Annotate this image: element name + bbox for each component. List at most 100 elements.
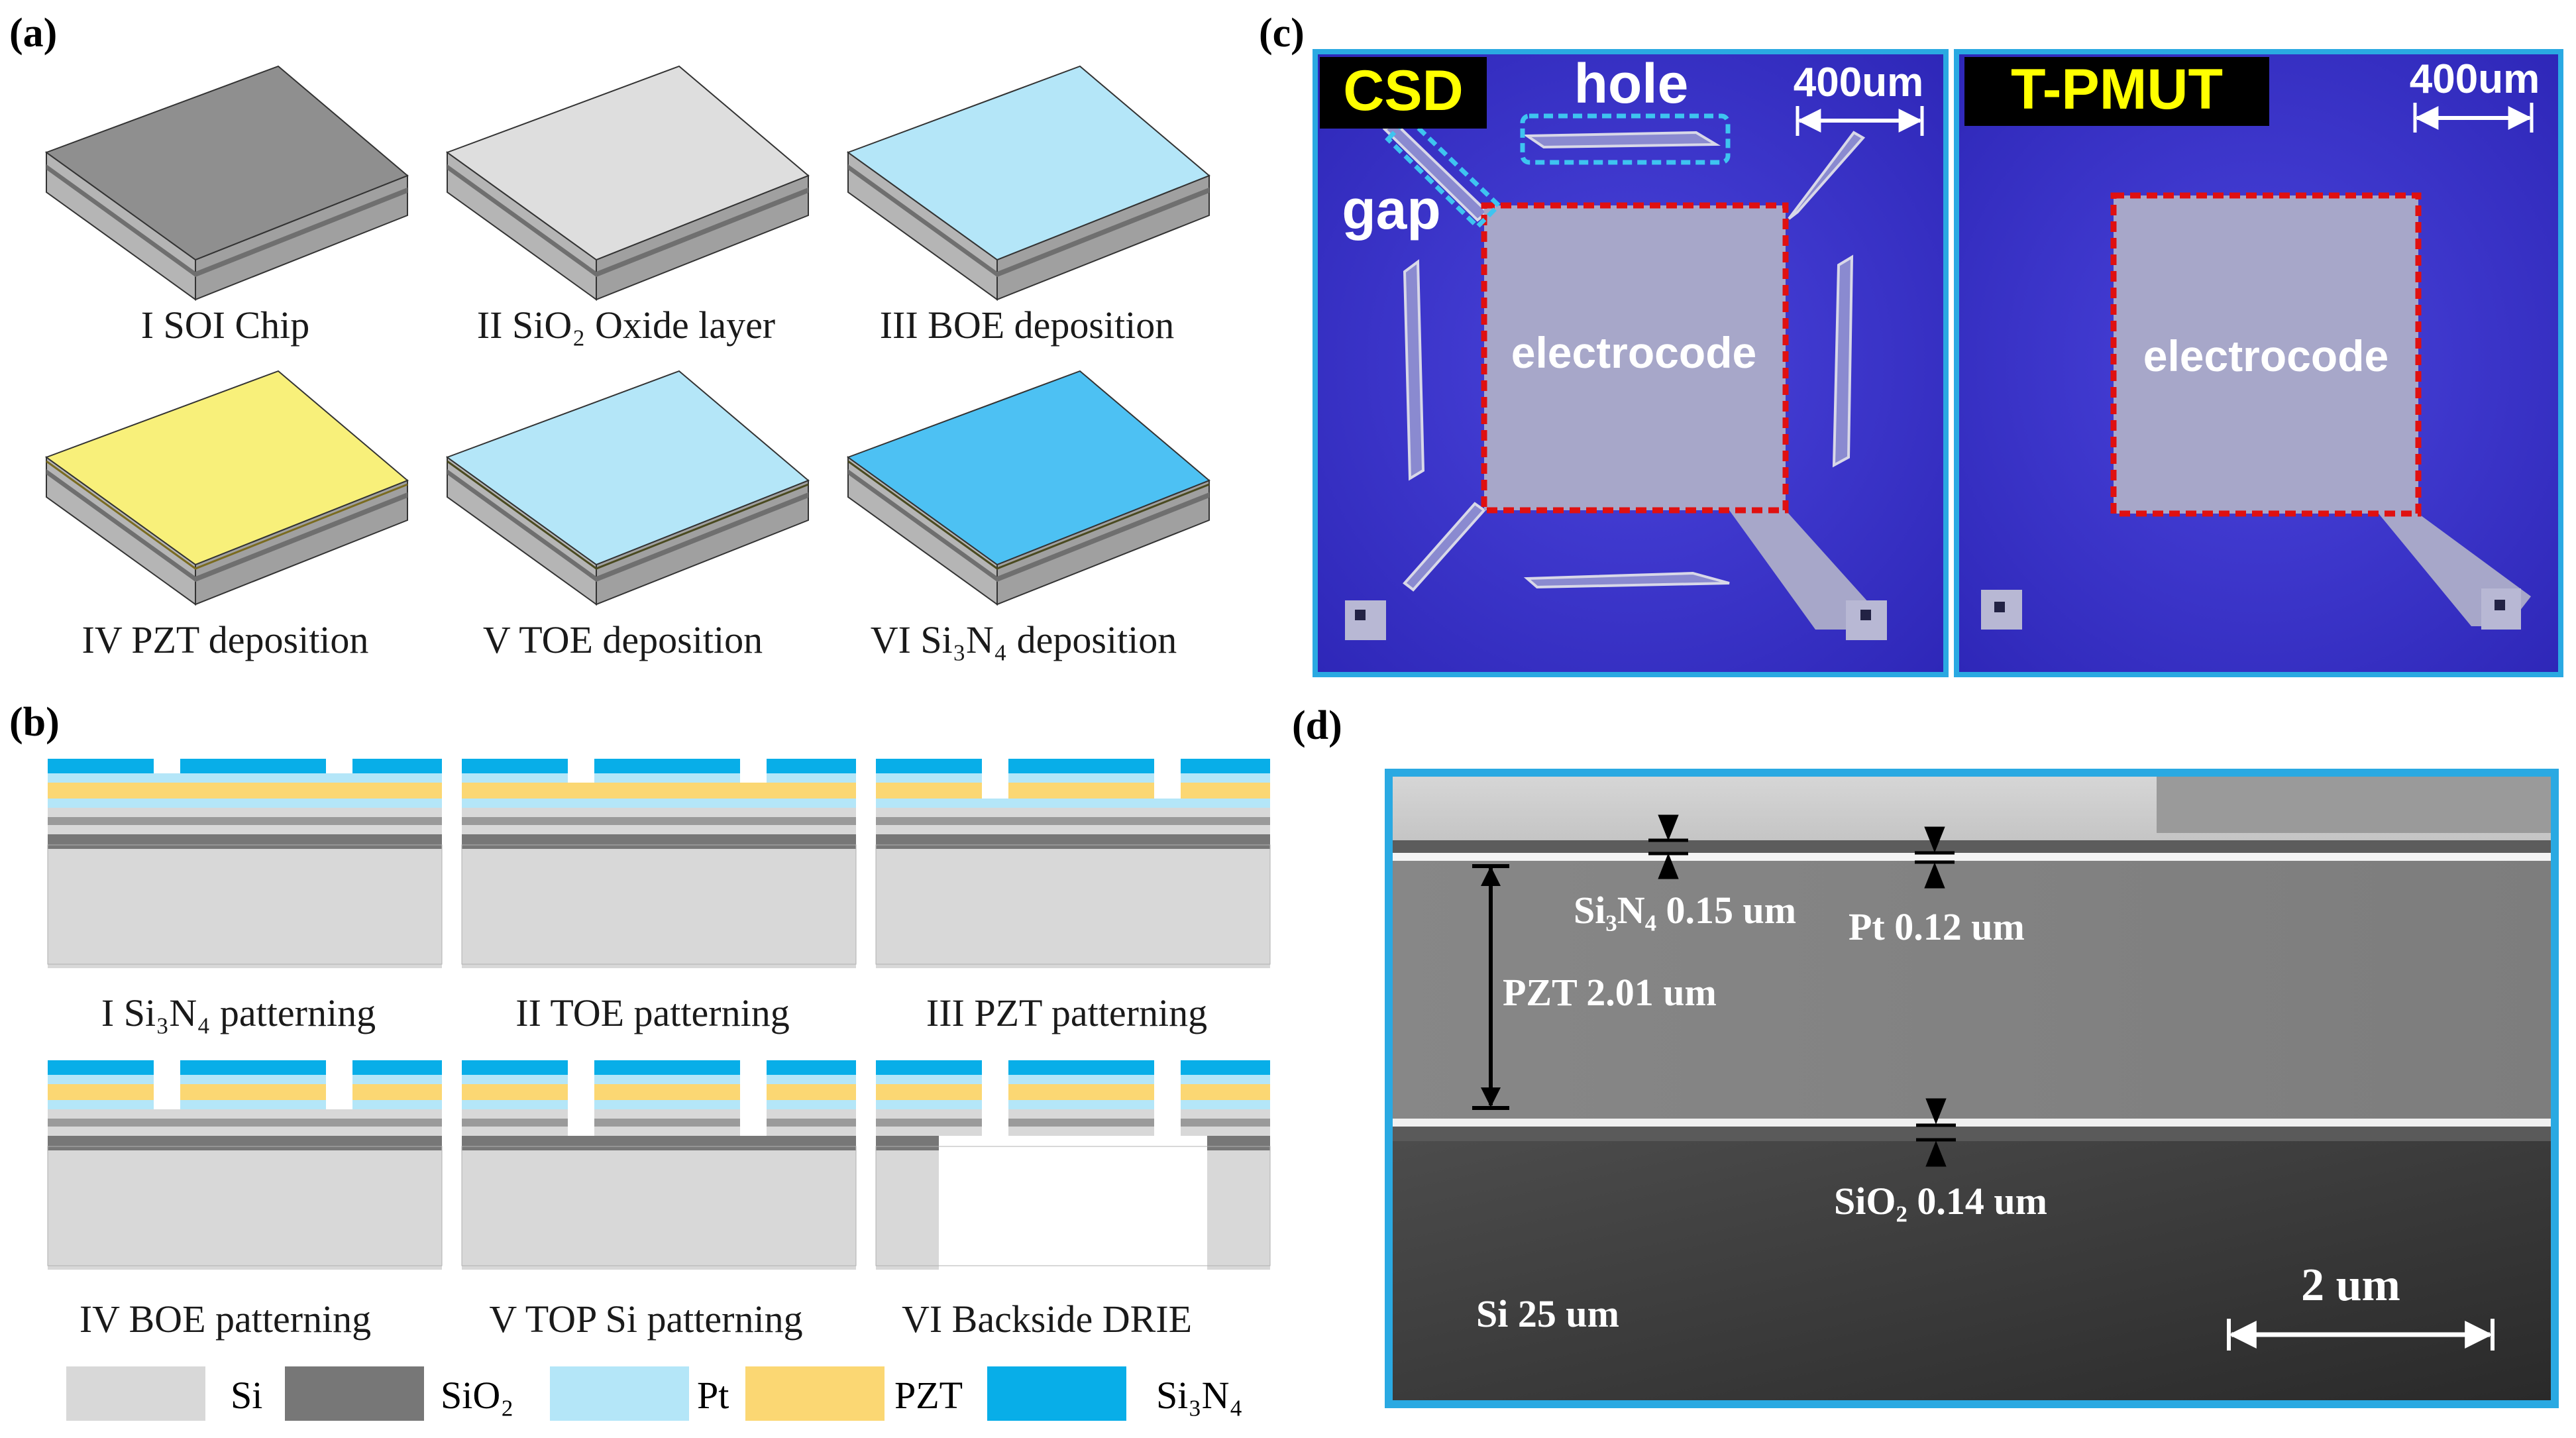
cross-section-4 — [47, 1060, 443, 1270]
legend: Si SiO₂ Pt PZT Si₃N₄ — [66, 1366, 1243, 1421]
layer-pt — [462, 1075, 568, 1084]
layer-si3n4 — [1008, 759, 1154, 773]
micrograph-tpmut: T-PMUT electrocode 400um — [1954, 49, 2563, 677]
pad-dot-right-tpmut — [2495, 600, 2505, 610]
caption-b-3: III PZT patterning — [926, 991, 1207, 1034]
layer-si_mid — [876, 1127, 982, 1136]
layer-pt — [48, 773, 442, 783]
pad-dot-left-tpmut — [1994, 602, 2005, 612]
caption-a-6: VI Si₃N₄ deposition — [871, 618, 1177, 661]
electrode-tpmut — [2114, 195, 2418, 514]
layer-sio2b — [1207, 1136, 1270, 1150]
layer-pzt — [876, 1084, 982, 1100]
panel-d-label: (d) — [1292, 703, 1342, 748]
layer-si3n4 — [767, 1060, 856, 1075]
chip-oxide-band-right — [195, 188, 407, 277]
layer-si_top — [876, 1109, 982, 1119]
panel-b-label: (b) — [9, 700, 60, 745]
layer-si3n4 — [876, 759, 982, 773]
cross-section-2 — [461, 759, 857, 968]
layer-pt — [352, 1100, 442, 1109]
layer-si3n4 — [352, 1060, 442, 1075]
sem-pt-line — [1393, 853, 2551, 861]
chip-oxide-band-left — [46, 164, 195, 277]
legend-swatch-pzt — [745, 1366, 885, 1421]
layer-si3n4 — [1008, 1060, 1154, 1075]
layer-pt — [1008, 1100, 1154, 1109]
cross-section-1 — [47, 759, 443, 968]
chip-oxide-band-right — [596, 492, 808, 582]
layer-pzt — [462, 783, 856, 799]
cross-section-5 — [461, 1060, 857, 1270]
layer-si_top — [594, 1109, 740, 1119]
layer-si — [48, 1150, 442, 1270]
micrograph-csd: CSD hole gap electrocode 400um — [1313, 49, 1949, 677]
substrate-outline — [47, 1146, 443, 1266]
layer-sio2a — [1181, 1119, 1270, 1127]
layer-si3n4 — [594, 1060, 740, 1075]
layer-si3n4 — [462, 759, 568, 773]
layer-pzt — [1008, 1084, 1154, 1100]
caption-b-1: I Si₃N₄ patterning — [101, 991, 376, 1034]
layer-sio2a — [876, 817, 1270, 825]
layer-pzt — [767, 1084, 856, 1100]
layer-si_mid — [594, 1127, 740, 1136]
layer-pt — [876, 1075, 982, 1084]
layer-pt — [1181, 1075, 1270, 1084]
layer-pzt — [48, 783, 442, 799]
cross-section-6 — [875, 1060, 1271, 1270]
chip-oxide-band-right — [997, 188, 1209, 277]
layer-si_top — [48, 808, 442, 817]
layer-si_top — [876, 808, 1270, 817]
layer-pzt — [462, 1084, 568, 1100]
layer-pt — [594, 1100, 740, 1109]
layer-si_top — [48, 1109, 442, 1119]
layer-si_mid — [462, 825, 856, 834]
chip-top-face — [44, 65, 409, 261]
layer-si — [462, 1150, 856, 1270]
substrate-outline — [875, 1146, 1271, 1266]
chip-top-face — [44, 370, 409, 566]
layer-pzt — [180, 1084, 326, 1100]
layer-si_mid — [1181, 1127, 1270, 1136]
slot-bottom — [1523, 571, 1730, 589]
chip-oxide-band-left — [447, 469, 596, 582]
chip-oxide-band-right — [596, 188, 808, 277]
layer-pt — [48, 1075, 154, 1084]
chip-oxide-band-left — [447, 164, 596, 277]
layer-pzt — [1181, 1084, 1270, 1100]
layer-si_mid — [1008, 1127, 1154, 1136]
layer-sio2a — [48, 817, 442, 825]
caption-a-5: V TOE deposition — [483, 618, 763, 661]
layer-pzt — [594, 1084, 740, 1100]
layer-si — [1207, 1150, 1270, 1270]
tpmut-label: T-PMUT — [2011, 58, 2223, 121]
electrode-csd — [1484, 205, 1786, 510]
layer-pt — [876, 799, 1270, 808]
chip-oxide-band-left — [848, 469, 997, 582]
caption-a-3: III BOE deposition — [880, 304, 1175, 347]
layer-si3n4 — [876, 1060, 982, 1075]
layer-pt — [767, 1100, 856, 1109]
layer-pzt — [1181, 783, 1270, 799]
chip-top-face — [445, 65, 810, 261]
sem-si-region — [1393, 1141, 2551, 1400]
sem-label-pt: Pt 0.12 um — [1849, 905, 2025, 948]
cross-section-3 — [875, 759, 1271, 968]
layer-sio2a — [462, 817, 856, 825]
sem-image: Si₃N₄ 0.15 um Pt 0.12 um PZT 2.01 um SiO… — [1385, 769, 2559, 1408]
sem-scale-label: 2 um — [2301, 1260, 2400, 1311]
chip-2 — [445, 65, 810, 301]
layer-pzt — [1008, 783, 1154, 799]
layer-si3n4 — [180, 1060, 326, 1075]
layer-sio2b — [462, 1136, 856, 1150]
layer-sio2b — [48, 834, 442, 849]
chip-oxide-band-left — [46, 469, 195, 582]
layer-pt — [876, 773, 982, 783]
electrode-outline-tpmut — [2110, 192, 2422, 517]
sem-label-sio2: SiO₂ 0.14 um — [1834, 1180, 2047, 1223]
legend-swatch-sio2 — [285, 1366, 424, 1421]
chip-film-line — [447, 460, 809, 570]
substrate-outline — [47, 844, 443, 965]
